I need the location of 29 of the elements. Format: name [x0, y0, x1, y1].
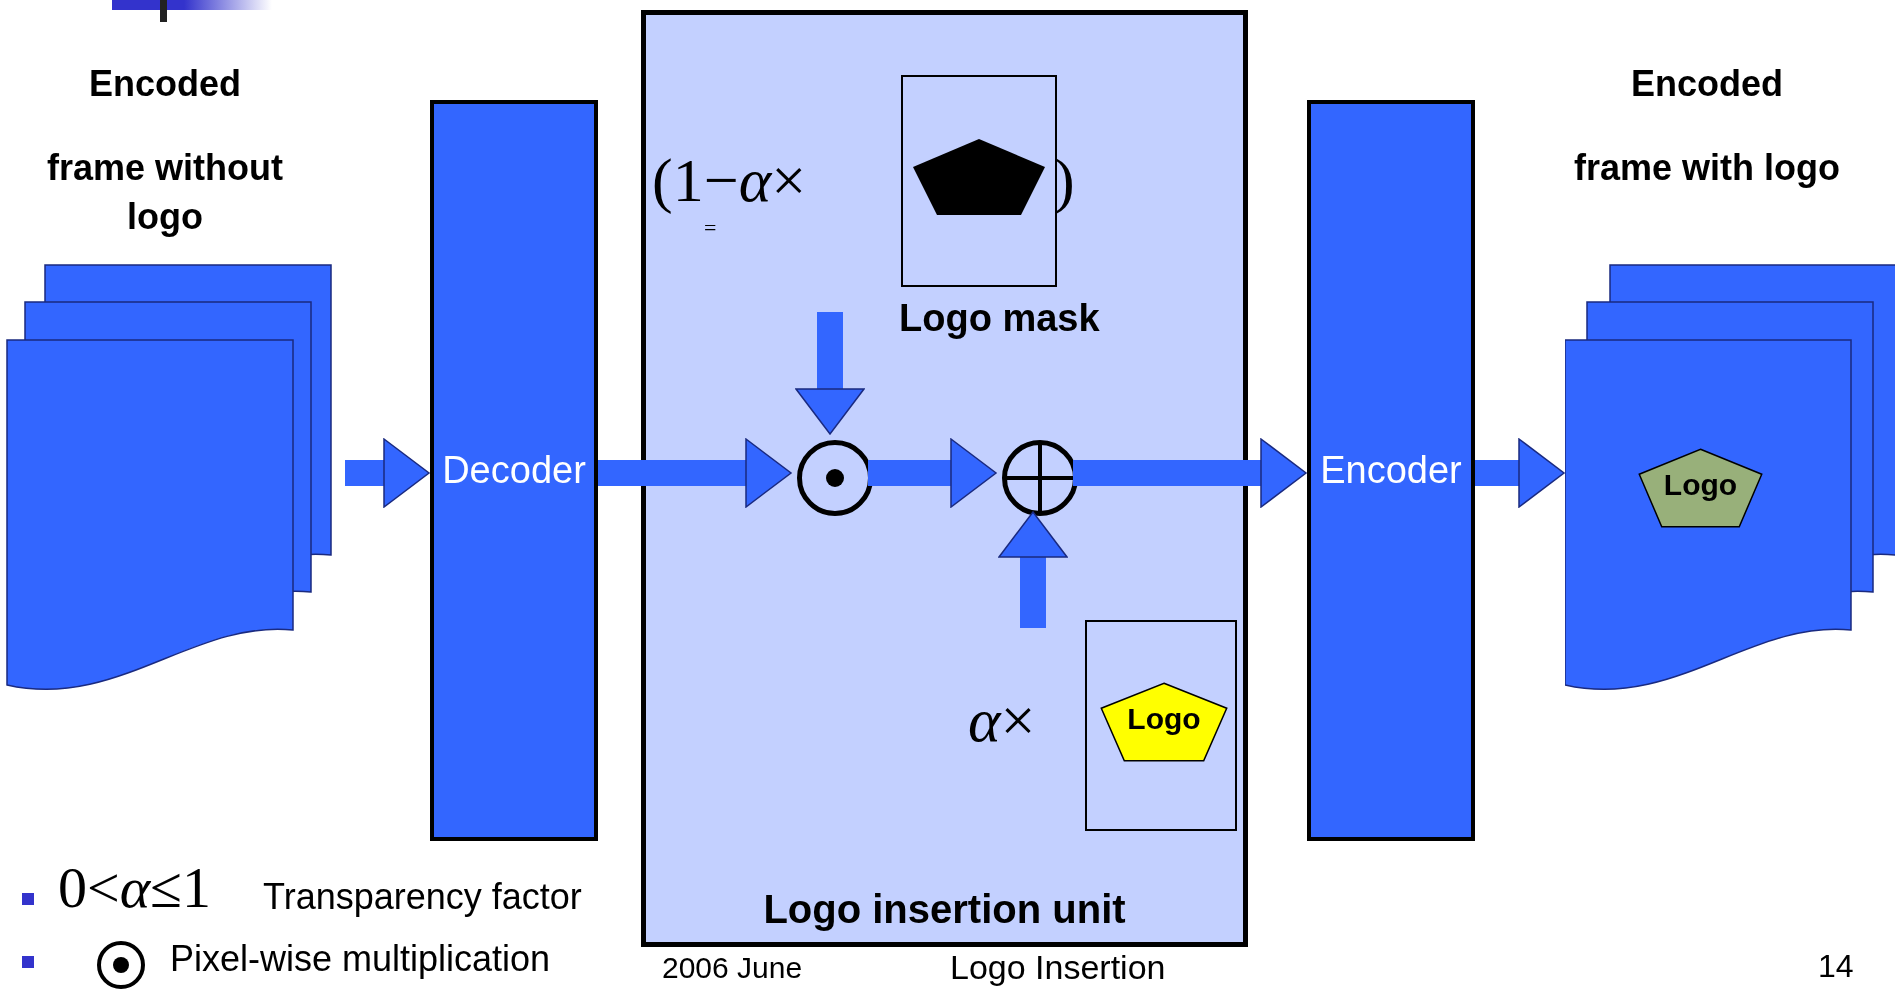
- frame-heading: frame with logo: [1573, 146, 1841, 190]
- process-block: Encoder: [1307, 100, 1475, 841]
- panel-title: Logo insertion unit: [762, 887, 1127, 932]
- footer-date: 2006 June: [662, 952, 803, 984]
- block-arrow: [598, 438, 792, 508]
- legend-text: Transparency factor: [263, 878, 582, 916]
- footer-title: Logo Insertion: [950, 950, 1166, 986]
- block-arrow: [998, 511, 1068, 628]
- formula: ): [1054, 148, 1075, 214]
- block-arrow: [1475, 438, 1565, 508]
- block-arrow: [1073, 438, 1307, 508]
- formula: 0<α≤1: [58, 858, 211, 919]
- block-arrow: [795, 312, 865, 435]
- page-number: 14: [1818, 950, 1854, 984]
- legend-text: Pixel-wise multiplication: [170, 940, 551, 978]
- frame-heading: Encoded: [1630, 62, 1784, 106]
- process-block: Decoder: [430, 100, 598, 841]
- frame-heading: Encoded: [88, 62, 242, 106]
- insertion-unit-panel: [641, 10, 1248, 947]
- mask-label: Logo mask: [899, 297, 1100, 340]
- pentagon-shape: Logo: [1100, 682, 1228, 762]
- formula: (1−α×: [652, 148, 807, 214]
- pentagon-shape: Logo: [1638, 448, 1763, 528]
- formula: =: [704, 219, 717, 237]
- image-frame: [1085, 620, 1237, 831]
- block-arrow: [345, 438, 430, 508]
- block-arrow: [868, 438, 997, 508]
- formula: α×: [968, 688, 1036, 754]
- frame-heading: frame without logo: [46, 146, 284, 239]
